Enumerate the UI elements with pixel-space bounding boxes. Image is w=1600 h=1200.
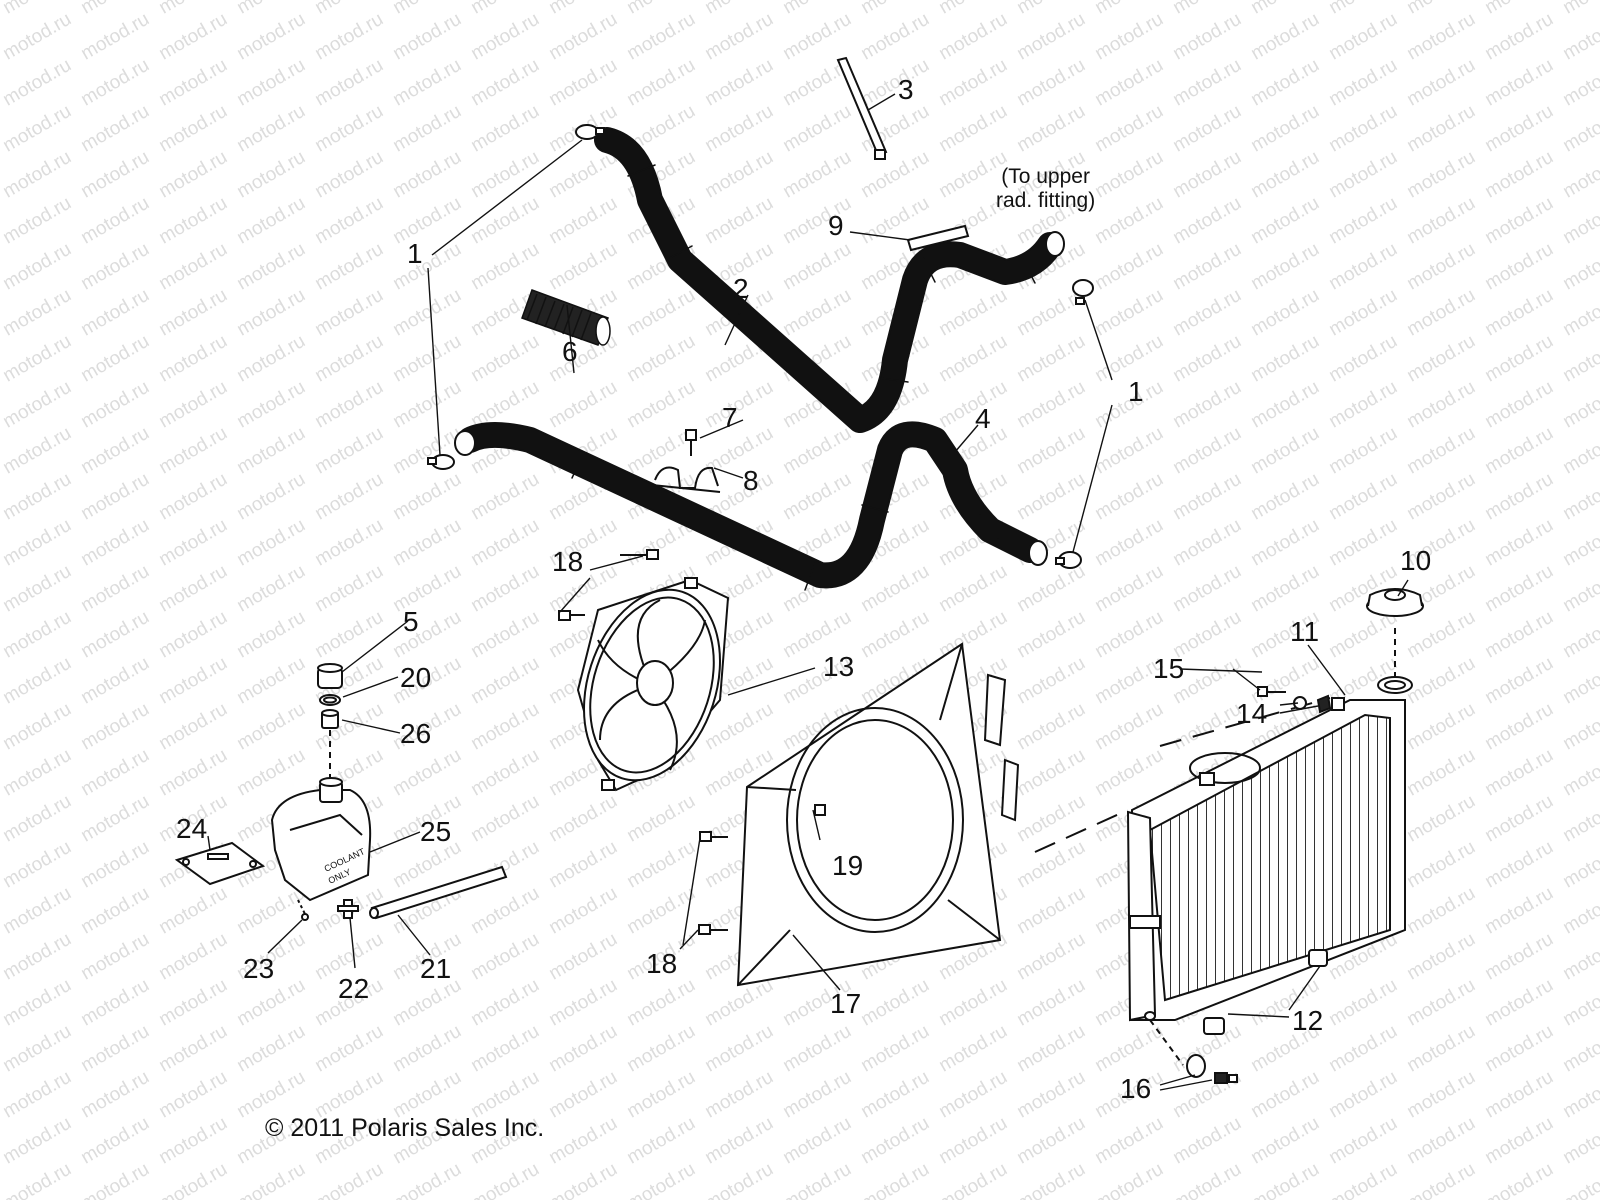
callout-21: 21 [420,953,452,984]
callout-19: 19 [832,850,864,881]
callout-2: 2 [733,273,749,304]
callout-24: 24 [176,813,208,844]
upper-coolant-hose [594,127,1065,433]
callout-23: 23 [243,953,275,984]
callout-18-bottom: 18 [646,948,678,979]
callout-16: 16 [1120,1073,1152,1104]
radiator-cap [1366,588,1424,617]
callout-13: 13 [823,651,855,682]
mounting-plate [174,841,266,886]
callout-9: 9 [828,210,844,241]
callout-17: 17 [830,988,862,1019]
callout-12: 12 [1292,1005,1324,1036]
radiator [1034,628,1413,1066]
callout-5: 5 [403,606,419,637]
callout-8: 8 [743,465,759,496]
callout-6: 6 [562,336,578,367]
copyright-notice: © 2011 Polaris Sales Inc. [265,1114,545,1142]
callout-7: 7 [722,402,738,433]
lower-coolant-hose [454,421,1048,591]
callout-4: 4 [975,403,991,434]
callout-1-top: 1 [407,238,423,269]
callout-10: 10 [1400,545,1432,576]
hose-clamps [427,124,1094,569]
bracket-and-bolt [651,429,721,493]
callout-1-right: 1 [1128,376,1144,407]
mounting-screws [558,549,728,935]
cooling-fan [576,577,730,792]
to-upper-note-line-1: (To upper [1001,165,1090,188]
callout-3: 3 [898,74,914,105]
callout-11: 11 [1290,616,1320,647]
callout-15: 15 [1153,653,1185,684]
callout-18-top: 18 [552,546,584,577]
to-upper-note: (To upper rad. fitting) [996,165,1095,213]
coolant-reservoir: COOLANT ONLY [270,777,372,902]
callout-20: 20 [400,662,432,693]
fan-shroud [736,642,1020,987]
reservoir-cap-set [317,663,343,785]
callout-22: 22 [338,973,370,1004]
corrugated-sleeve [521,289,611,346]
to-upper-note-line-2: rad. fitting) [996,189,1096,213]
callout-25: 25 [420,816,452,847]
foam-pad [906,224,970,252]
overflow-tube-and-fittings [297,865,508,921]
leader-lines [207,93,1409,1091]
callout-14: 14 [1236,698,1268,729]
callout-26: 26 [400,718,432,749]
cable-tie [836,56,888,160]
